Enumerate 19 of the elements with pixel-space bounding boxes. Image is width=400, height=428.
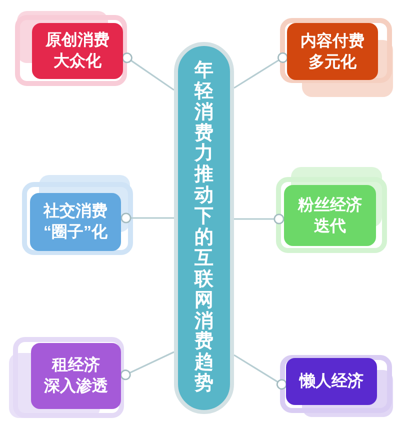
topic-label: 内容付费多元化 (300, 31, 364, 72)
connector-line (122, 52, 174, 91)
central-topic-label: 年轻消费力推动下的互联网消费趋势 (194, 60, 214, 396)
topic-box (287, 23, 378, 80)
connector-line (234, 354, 288, 390)
topic-label: 懒人经济 (300, 371, 364, 392)
topic-box (31, 343, 121, 409)
connector-line (120, 212, 174, 224)
connector-line (234, 214, 284, 224)
topic-box (32, 23, 123, 79)
topic-label: 原创消费大众化 (46, 30, 110, 72)
topic-label: 租经济深入渗透 (44, 355, 108, 397)
topic-box (30, 193, 121, 251)
topic-label: 粉丝经济迭代 (298, 195, 362, 236)
topic-box (286, 358, 377, 405)
topic-label: 社交消费“圈子”化 (44, 201, 108, 243)
connector-line (120, 351, 174, 380)
topic-box (284, 185, 376, 246)
connector-line (234, 52, 288, 89)
